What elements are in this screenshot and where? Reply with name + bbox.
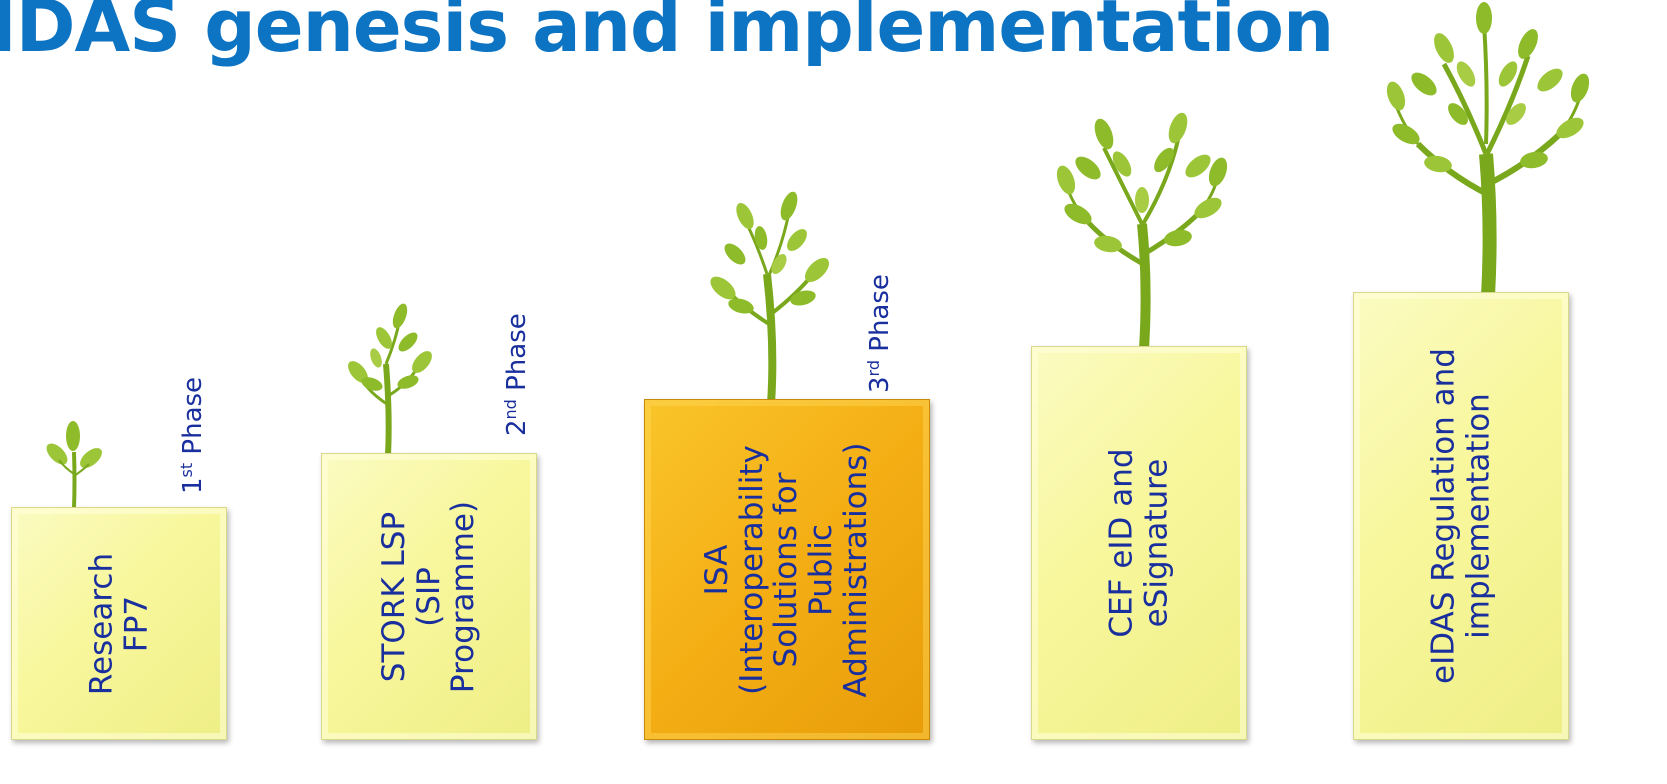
phase-ordinal-suffix: st — [177, 462, 196, 478]
block-label: ISA (Interoperability Solutions for Publ… — [699, 441, 875, 698]
phase-number: 1 — [177, 477, 208, 494]
block-label: eIDAS Regulation and implementation — [1425, 348, 1496, 684]
sprout-icon — [46, 421, 102, 509]
block-label: Research FP7 — [83, 552, 154, 695]
page-title: IDAS genesis and implementation — [0, 0, 1334, 68]
phase-2-label: 2nd Phase — [501, 313, 532, 436]
block-stork-lsp: STORK LSP (SIP Programme) — [321, 453, 537, 740]
block-eidas: eIDAS Regulation and implementation — [1353, 292, 1569, 740]
phase-ordinal-suffix: nd — [501, 399, 520, 420]
phase-3-label: 3rd Phase — [864, 274, 895, 393]
tree-icon — [1056, 112, 1228, 350]
block-cef: CEF eID and eSignature — [1031, 346, 1247, 740]
block-research-fp7: Research FP7 — [11, 507, 227, 740]
young-tree-icon — [710, 191, 830, 405]
large-tree-icon — [1386, 2, 1590, 297]
phase-1-label: 1st Phase — [177, 377, 208, 494]
phase-word: Phase — [864, 274, 895, 352]
sapling-icon — [348, 303, 432, 457]
phase-word: Phase — [177, 376, 208, 455]
phase-word: Phase — [501, 313, 532, 391]
block-isa: ISA (Interoperability Solutions for Publ… — [644, 399, 930, 740]
block-label: STORK LSP (SIP Programme) — [375, 500, 482, 693]
phase-number: 2 — [501, 419, 532, 436]
block-label: CEF eID and eSignature — [1103, 448, 1174, 638]
phase-ordinal-suffix: rd — [864, 360, 883, 377]
phase-number: 3 — [864, 376, 895, 393]
